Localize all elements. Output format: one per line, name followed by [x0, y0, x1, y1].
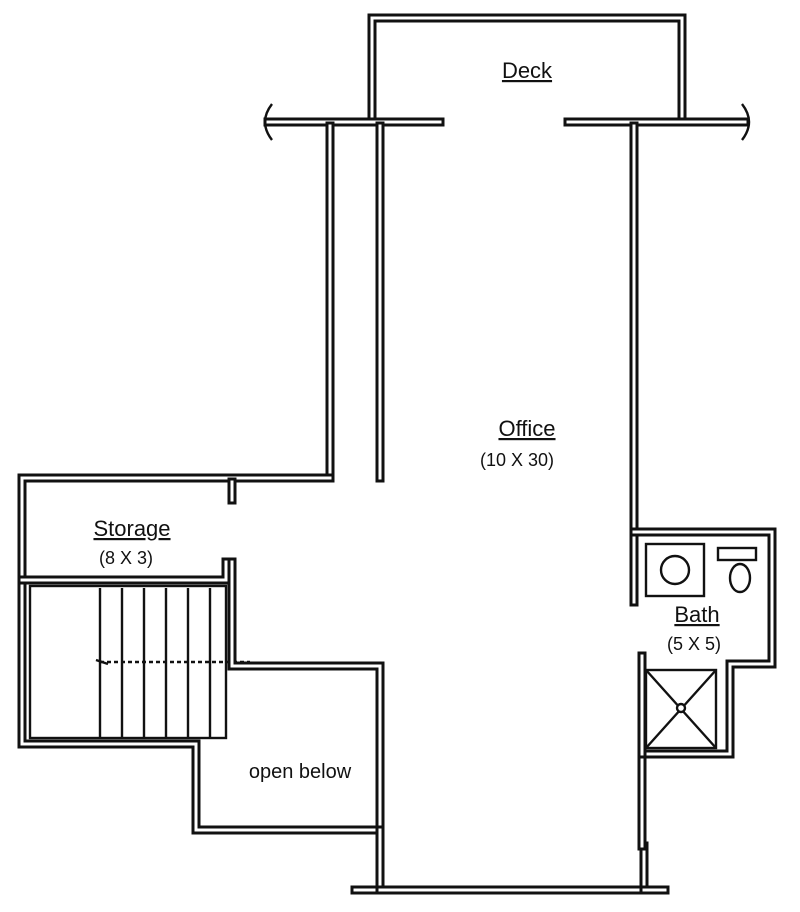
- open-below-walls: [227, 557, 385, 835]
- sink-icon: [644, 542, 706, 598]
- upper-cross-walls: [263, 103, 751, 141]
- open-below-note: open below: [249, 761, 352, 783]
- break-mark-right: [741, 103, 751, 141]
- storage-size: (8 X 3): [99, 548, 153, 568]
- office-size: (10 X 30): [480, 450, 554, 470]
- toilet-tank-icon: [716, 546, 758, 562]
- bottom-walls: [350, 825, 670, 895]
- bath-label: Bath: [674, 602, 719, 627]
- left-chase-walls: [325, 121, 385, 483]
- deck-walls: [367, 13, 687, 125]
- storage-walls: [17, 473, 383, 835]
- storage-label: Storage: [93, 516, 170, 541]
- bath-walls: [629, 527, 777, 851]
- staircase: [28, 584, 250, 740]
- office-label: Office: [498, 416, 555, 441]
- toilet-bowl-icon: [728, 562, 752, 594]
- bath-size: (5 X 5): [667, 634, 721, 654]
- break-mark-left: [263, 103, 273, 141]
- deck-label: Deck: [502, 58, 553, 83]
- bath-fixtures: [644, 542, 758, 750]
